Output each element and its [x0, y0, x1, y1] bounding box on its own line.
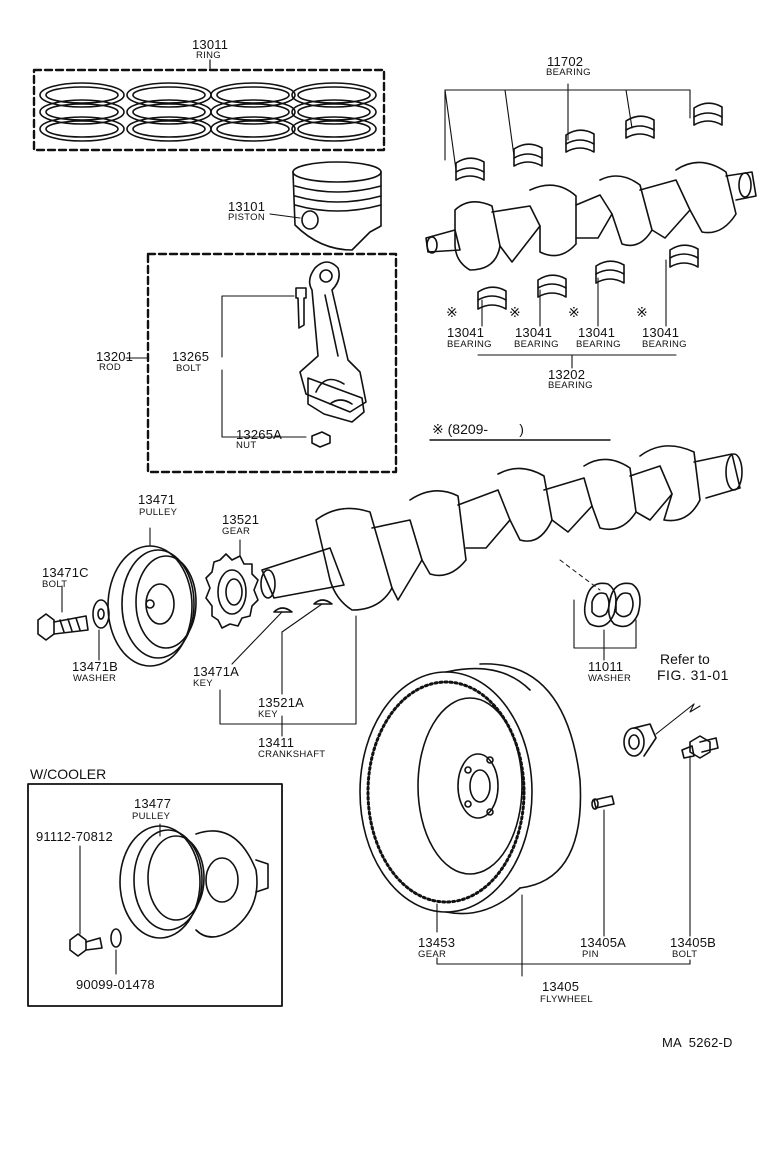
- part-13041-name-1: BEARING: [447, 339, 492, 350]
- part-13453-name: GEAR: [418, 949, 447, 960]
- crankshaft-upper: [426, 162, 756, 270]
- part-13405-number: 13405: [542, 979, 580, 994]
- refer-note-line1: Refer to: [660, 651, 710, 667]
- refer-note-line2[interactable]: FIG. 31-01: [657, 667, 729, 683]
- part-13521A-name: KEY: [258, 709, 278, 720]
- part-13041-number-2: 13041: [515, 325, 553, 340]
- part-13202-number: 13202: [548, 367, 586, 382]
- cooler-pulley-box: [28, 784, 282, 1006]
- part-91112-70812-number: 91112-70812: [36, 829, 113, 844]
- part-13471-name: PULLEY: [139, 507, 178, 518]
- cooler-section-title: W/COOLER: [30, 766, 107, 782]
- part-13011-name: RING: [196, 50, 221, 61]
- part-13405-name: FLYWHEEL: [540, 994, 593, 1005]
- part-13041-number-1: 13041: [447, 325, 485, 340]
- part-13265A-name: NUT: [236, 440, 257, 451]
- part-13265-name: BOLT: [176, 363, 202, 374]
- flywheel-hardware: [592, 704, 718, 964]
- part-13471-number: 13471: [138, 492, 176, 507]
- part-13405B-number: 13405B: [670, 935, 717, 950]
- diagram-code: MA 5262-D: [662, 1035, 733, 1050]
- part-11011-number: 11011: [588, 659, 624, 674]
- thrust-washers: [574, 583, 640, 660]
- part-13471A-name: KEY: [193, 678, 213, 689]
- part-13521A-number: 13521A: [258, 695, 305, 710]
- part-13041-number-3: 13041: [578, 325, 616, 340]
- bearing-1-mark: ※: [446, 304, 458, 320]
- part-11702-number: 11702: [547, 54, 584, 69]
- part-13411-number: 13411: [258, 735, 295, 750]
- part-13101-name: PISTON: [228, 212, 265, 223]
- part-13201-name: ROD: [99, 362, 122, 373]
- part-13201-number: 13201: [96, 349, 134, 364]
- part-13477-number: 13477: [134, 796, 172, 811]
- part-13471C-name: BOLT: [42, 579, 68, 590]
- crankshaft-main: [261, 446, 742, 610]
- flywheel: [360, 664, 604, 976]
- piston: [270, 162, 381, 250]
- part-13101-number: 13101: [228, 199, 266, 214]
- part-11011-name: WASHER: [588, 673, 632, 684]
- bearing-2-mark: ※: [509, 304, 521, 320]
- part-13405B-name: BOLT: [672, 949, 698, 960]
- upper-bearings: [445, 84, 722, 180]
- part-13011-number: 13011: [192, 37, 229, 52]
- part-13471A-number: 13471A: [193, 664, 240, 679]
- part-13471B-number: 13471B: [72, 659, 119, 674]
- part-13041-name-2: BEARING: [514, 339, 559, 350]
- lower-bearings: [430, 245, 698, 440]
- bearing-4-mark: ※: [636, 304, 648, 320]
- part-13405A-name: PIN: [582, 949, 599, 960]
- part-13041-name-3: BEARING: [576, 339, 621, 350]
- part-90099-01478-number: 90099-01478: [76, 977, 155, 992]
- crank-pulley: [108, 528, 196, 666]
- part-13265A-number: 13265A: [236, 427, 283, 442]
- part-13453-number: 13453: [418, 935, 456, 950]
- part-13477-name: PULLEY: [132, 811, 171, 822]
- serial-range-note: ※ (8209- ): [432, 421, 524, 437]
- part-13202-name: BEARING: [548, 380, 593, 391]
- part-13265-number: 13265: [172, 349, 210, 364]
- woodruff-keys: [220, 600, 356, 736]
- part-13471C-number: 13471C: [42, 565, 89, 580]
- timing-gear: [206, 540, 258, 628]
- piston-ring-set: [34, 60, 384, 150]
- connecting-rod-assembly: [126, 254, 396, 472]
- part-13041-number-4: 13041: [642, 325, 680, 340]
- part-13405A-number: 13405A: [580, 935, 627, 950]
- part-13041-name-4: BEARING: [642, 339, 687, 350]
- pulley-bolt-washer: [38, 586, 109, 660]
- part-11702-name: BEARING: [546, 67, 591, 78]
- bearing-3-mark: ※: [568, 304, 580, 320]
- part-13411-name: CRANKSHAFT: [258, 749, 326, 760]
- part-13521-number: 13521: [222, 512, 260, 527]
- part-13471B-name: WASHER: [73, 673, 117, 684]
- part-13521-name: GEAR: [222, 526, 251, 537]
